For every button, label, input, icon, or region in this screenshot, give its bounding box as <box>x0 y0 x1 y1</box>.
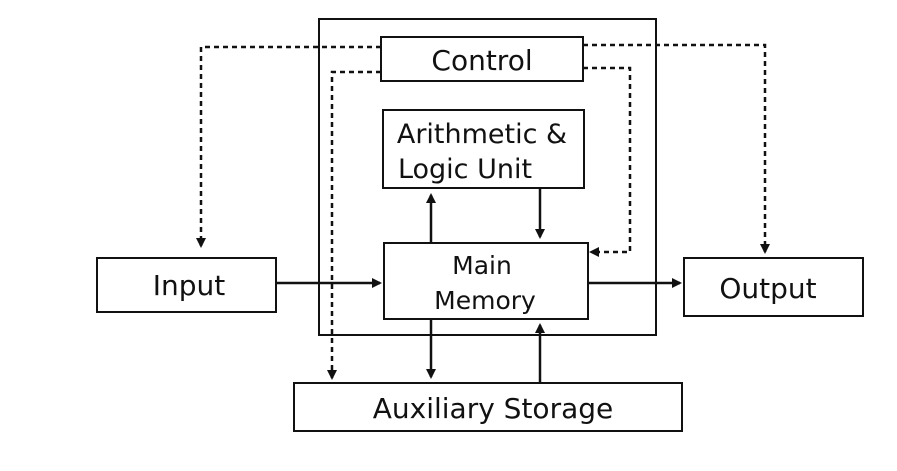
control-to-output-line <box>583 43 770 254</box>
output-box: Output <box>683 257 864 317</box>
storage-label: Auxiliary Storage <box>373 392 614 425</box>
input-label: Input <box>153 269 226 302</box>
output-label: Output <box>719 272 816 305</box>
cpu-enclosure <box>318 18 657 336</box>
control-label: Control <box>431 44 532 77</box>
control-box: Control <box>380 36 584 82</box>
alu-box: Arithmetic & Logic Unit <box>382 109 585 189</box>
main-memory-box: Main Memory <box>383 242 589 320</box>
memory-label-line2: Memory <box>434 286 536 315</box>
control-to-storage-line <box>327 70 381 380</box>
alu-label-line1: Arithmetic & <box>397 119 567 150</box>
control-to-input-line <box>196 45 381 248</box>
alu-label-line2: Logic Unit <box>398 154 532 185</box>
memory-label-line1: Main <box>452 251 512 280</box>
input-box: Input <box>96 257 277 313</box>
control-to-memory-line <box>583 66 632 257</box>
auxiliary-storage-box: Auxiliary Storage <box>293 382 683 432</box>
